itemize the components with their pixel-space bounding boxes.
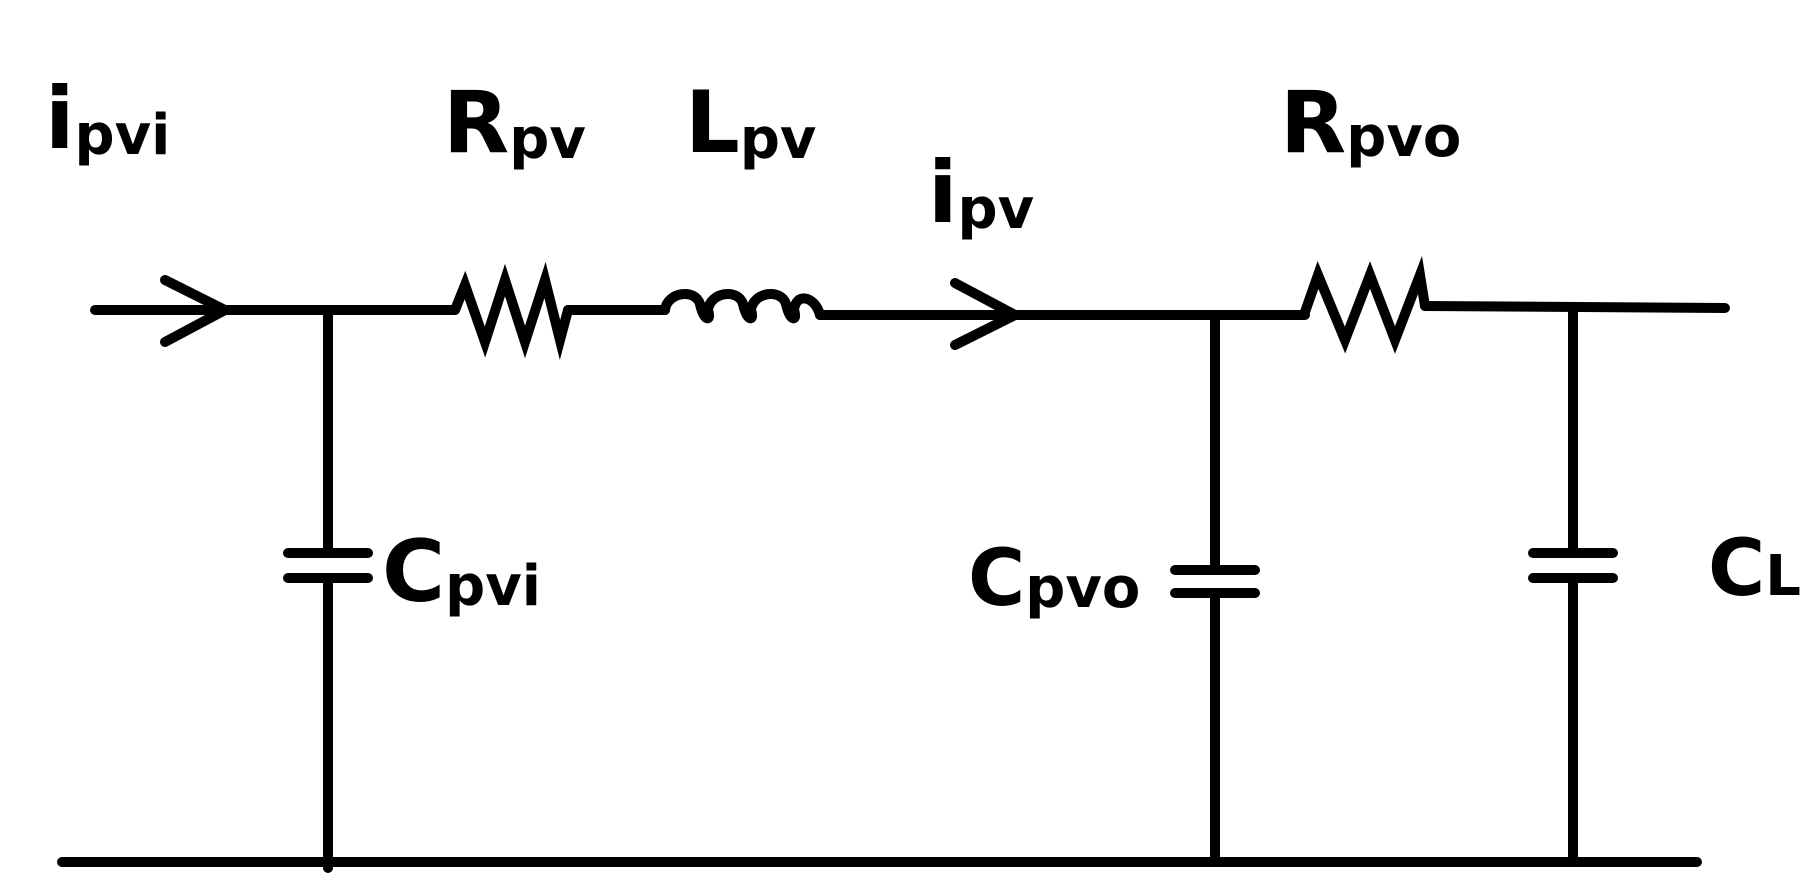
rpv-resistor (450, 261, 573, 360)
rpvo-resistor (1300, 255, 1430, 354)
label-rpv: Rpv (443, 73, 586, 173)
label-ipvi: ipvi (45, 69, 170, 169)
label-lpv: Lpv (685, 73, 816, 173)
lpv-inductor (660, 289, 825, 324)
ipv-current-arrow (950, 278, 1026, 350)
label-cpvo: Cpvo (968, 534, 1140, 624)
label-cl: CL (1708, 524, 1801, 614)
label-rpvo: Rpvo (1280, 73, 1461, 173)
ipvi-current-arrow (160, 275, 236, 347)
label-ipv: ipv (928, 143, 1034, 243)
label-cpvi: Cpvi (382, 522, 541, 622)
